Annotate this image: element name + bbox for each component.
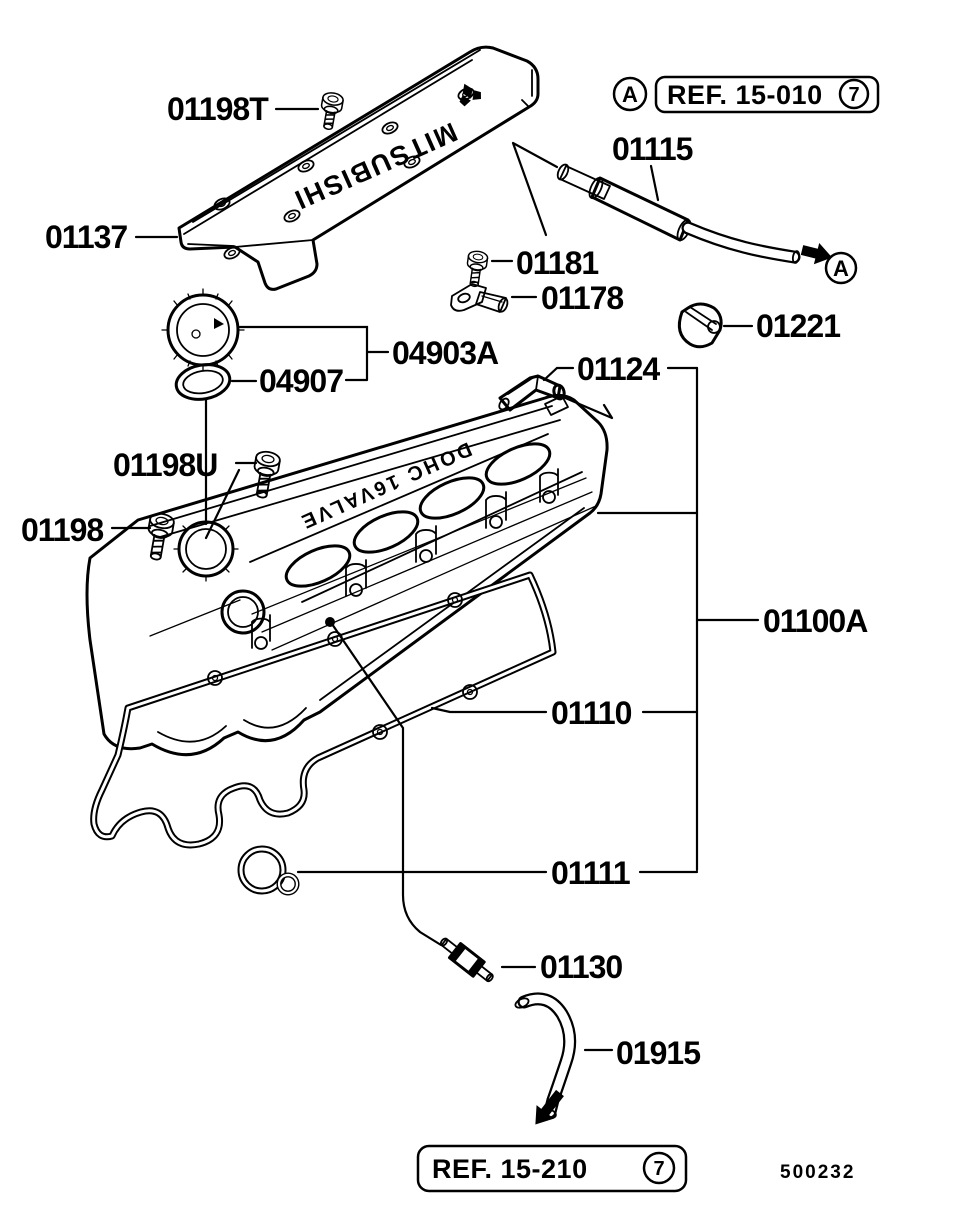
part-label-01110[interactable]: 01110 [551, 695, 633, 731]
gasket-bolt-tabs [207, 592, 478, 740]
part-label-01221[interactable]: 01221 [756, 308, 841, 344]
hose-end-marker: A [824, 251, 858, 285]
part-label-01111[interactable]: 01111 [551, 855, 631, 891]
bolt-01198u-drawing [253, 450, 281, 499]
circled-a-marker: A [622, 82, 638, 107]
part-label-04907[interactable]: 04907 [259, 363, 344, 399]
breather-hose-01115-drawing [556, 163, 801, 264]
bolt-01181-drawing [466, 250, 489, 288]
ref-callout-bottom[interactable]: REF. 15-210 7 [416, 1144, 688, 1193]
halfmoon-cap-01221-drawing [677, 302, 723, 349]
drawing-number: 500232 [780, 1162, 855, 1183]
pcv-valve-01130-drawing [439, 937, 494, 983]
part-label-01130[interactable]: 01130 [540, 949, 623, 985]
part-label-01124[interactable]: 01124 [577, 351, 661, 387]
part-label-01181[interactable]: 01181 [516, 245, 599, 281]
cover-embossed-text: DOHC 16VALVE [296, 437, 475, 533]
bolt-01198-drawing [147, 512, 175, 561]
part-label-01178[interactable]: 01178 [541, 280, 624, 316]
oil-filler-neck [173, 516, 239, 582]
part-label-01198U[interactable]: 01198U [113, 447, 218, 483]
part-label-01198T[interactable]: 01198T [167, 91, 270, 127]
ref-top-badge: 7 [848, 84, 859, 106]
part-label-01100A[interactable]: 01100A [763, 603, 869, 639]
ref-top-text: REF. 15-010 [667, 80, 823, 110]
spark-plug-openings [284, 442, 552, 588]
screw-01198t-drawing [320, 92, 344, 131]
circular-seal-drawing [237, 845, 300, 896]
part-label-01915[interactable]: 01915 [616, 1035, 701, 1071]
part-label-01137[interactable]: 01137 [45, 219, 128, 255]
ref-callout-top[interactable]: A REF. 15-010 7 [612, 75, 880, 114]
vent-hose-01915-drawing [514, 992, 577, 1120]
rocker-cover-gasket-drawing [90, 571, 557, 849]
cover-screw-bosses [213, 87, 475, 260]
part-label-01198[interactable]: 01198 [21, 512, 104, 548]
filler-cap-oring-drawing [174, 363, 232, 401]
clip-01178-drawing [450, 283, 509, 313]
ref-bottom-text: REF. 15-210 [432, 1154, 588, 1184]
oil-filler-cap-drawing [161, 288, 245, 372]
flow-arrow-bottom-icon [535, 1089, 564, 1125]
circled-a-marker-hose: A [833, 256, 849, 281]
part-label-04903A[interactable]: 04903A [392, 335, 500, 371]
elbow-pipe-01124-drawing [498, 374, 566, 412]
leader-lines [110, 107, 760, 1052]
part-label-01115[interactable]: 01115 [612, 131, 694, 167]
flow-arrow-a-icon [800, 242, 833, 265]
ref-bottom-badge: 7 [653, 1158, 664, 1180]
three-diamond-logo-icon [459, 83, 481, 107]
